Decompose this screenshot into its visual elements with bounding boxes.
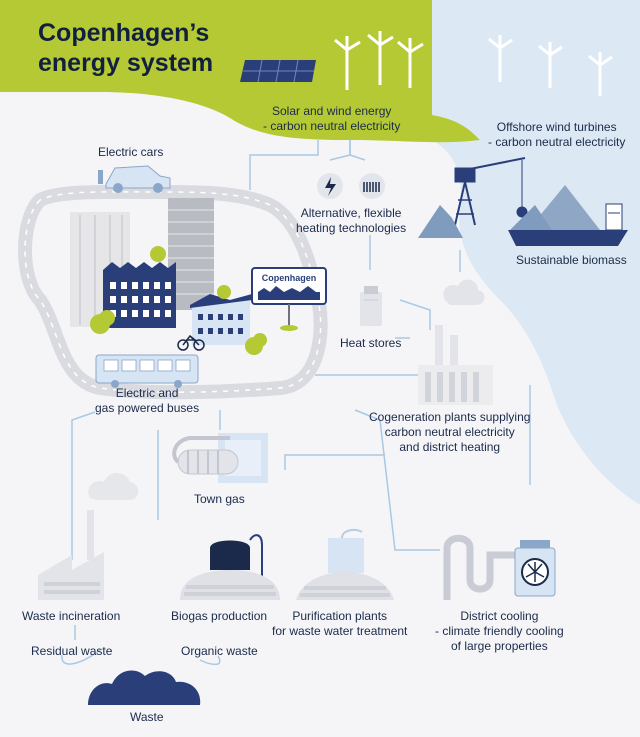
waste-pile-icon bbox=[88, 670, 201, 705]
biogas-plant-icon bbox=[180, 534, 280, 600]
city-sign bbox=[251, 267, 327, 331]
town-gas-label: Town gas bbox=[194, 492, 245, 506]
road-loop bbox=[18, 184, 328, 400]
offshore-label: Offshore wind turbines- carbon neutral e… bbox=[488, 120, 626, 149]
solar-wind-label: Solar and wind energy- carbon neutral el… bbox=[263, 104, 401, 133]
ship-icon bbox=[508, 203, 628, 246]
bicycle-icon bbox=[177, 334, 205, 351]
trees bbox=[90, 246, 267, 355]
gas-pipe-icon bbox=[172, 433, 268, 483]
residual-waste-label: Residual waste bbox=[31, 644, 113, 658]
bus-icon bbox=[95, 354, 199, 388]
green-land-area bbox=[0, 0, 480, 143]
sea-area bbox=[432, 0, 640, 505]
solar-panel-icon bbox=[240, 59, 316, 83]
electric-cars-label: Electric cars bbox=[98, 145, 164, 159]
car-icon bbox=[98, 165, 171, 193]
waste-incineration-label: Waste incineration bbox=[22, 609, 121, 623]
wind-turbine-icon bbox=[334, 31, 613, 96]
crane-icon bbox=[454, 157, 528, 226]
organic-waste-label: Organic waste bbox=[181, 644, 258, 658]
heat-store-icon bbox=[360, 286, 382, 326]
purification-plant-icon bbox=[296, 529, 394, 600]
heating-coil-icon bbox=[359, 173, 385, 199]
cogeneration-plant-icon bbox=[418, 279, 493, 405]
flow-arrows bbox=[61, 140, 531, 666]
heat-stores-label: Heat stores bbox=[340, 336, 402, 350]
sustainable-biomass-label: Sustainable biomass bbox=[516, 253, 627, 267]
page-title: Copenhagen’s energy system bbox=[38, 19, 214, 77]
biogas-label: Biogas production bbox=[171, 609, 268, 623]
light-blue-building bbox=[190, 294, 252, 345]
incineration-plant-icon bbox=[38, 510, 104, 600]
city-sign-label: Copenhagen bbox=[261, 273, 317, 283]
district-cooling-label: District cooling- climate friendly cooli… bbox=[435, 609, 564, 653]
cooling-plant-icon bbox=[443, 534, 556, 600]
waste-label: Waste bbox=[130, 710, 164, 724]
